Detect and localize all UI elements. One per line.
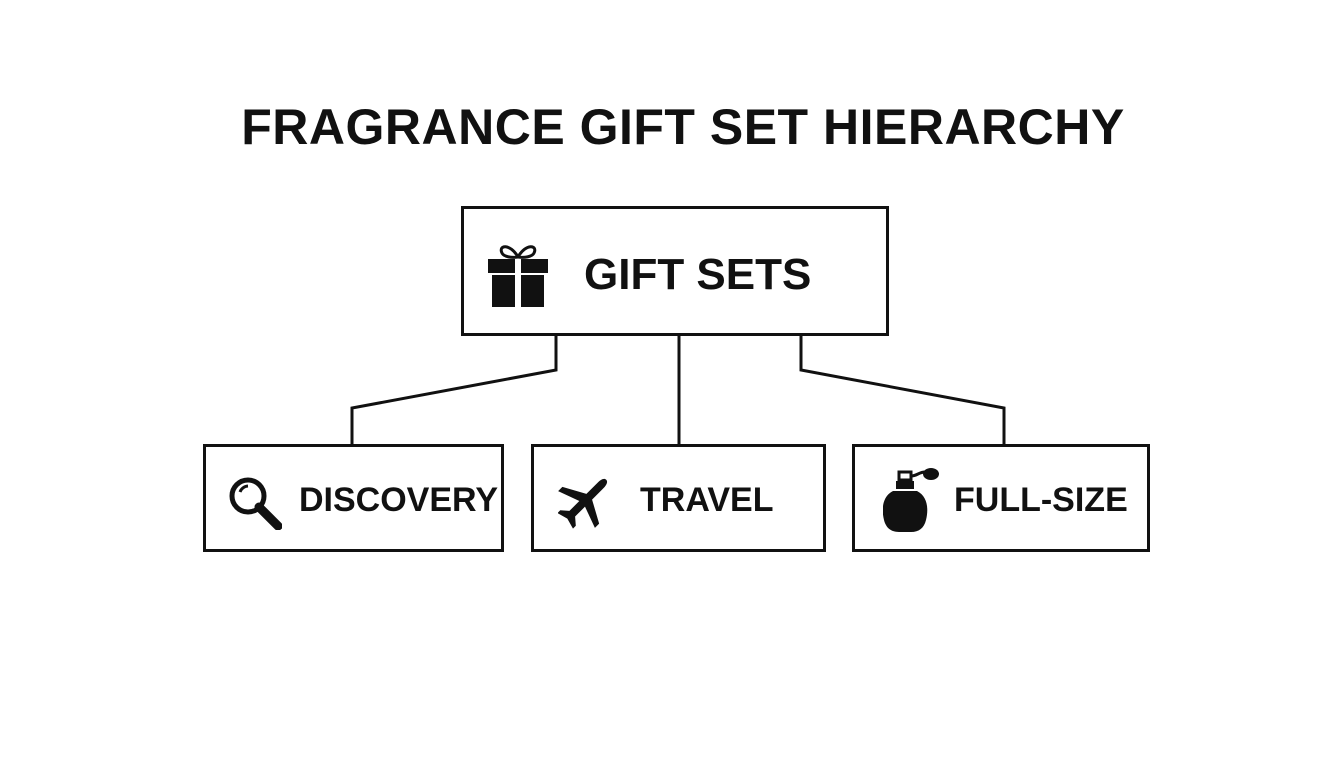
gift-icon — [488, 245, 548, 307]
magnifier-icon — [229, 477, 282, 530]
node-travel: TRAVEL — [531, 444, 826, 552]
node-label-discovery: DISCOVERY — [299, 481, 499, 519]
node-full-size: FULL-SIZE — [852, 444, 1150, 552]
node-label-gift-sets: GIFT SETS — [584, 250, 812, 299]
airplane-icon — [558, 478, 608, 529]
connector-fullsize — [799, 336, 1006, 444]
node-label-full-size: FULL-SIZE — [954, 481, 1128, 519]
diagram-title: FRAGRANCE GIFT SET HIERARCHY — [241, 99, 1125, 155]
connector-discovery — [350, 336, 558, 444]
node-label-travel: TRAVEL — [640, 481, 774, 519]
node-discovery: DISCOVERY — [203, 444, 504, 552]
perfume-bottle-icon — [883, 468, 939, 532]
node-gift-sets: GIFT SETS — [461, 206, 889, 336]
